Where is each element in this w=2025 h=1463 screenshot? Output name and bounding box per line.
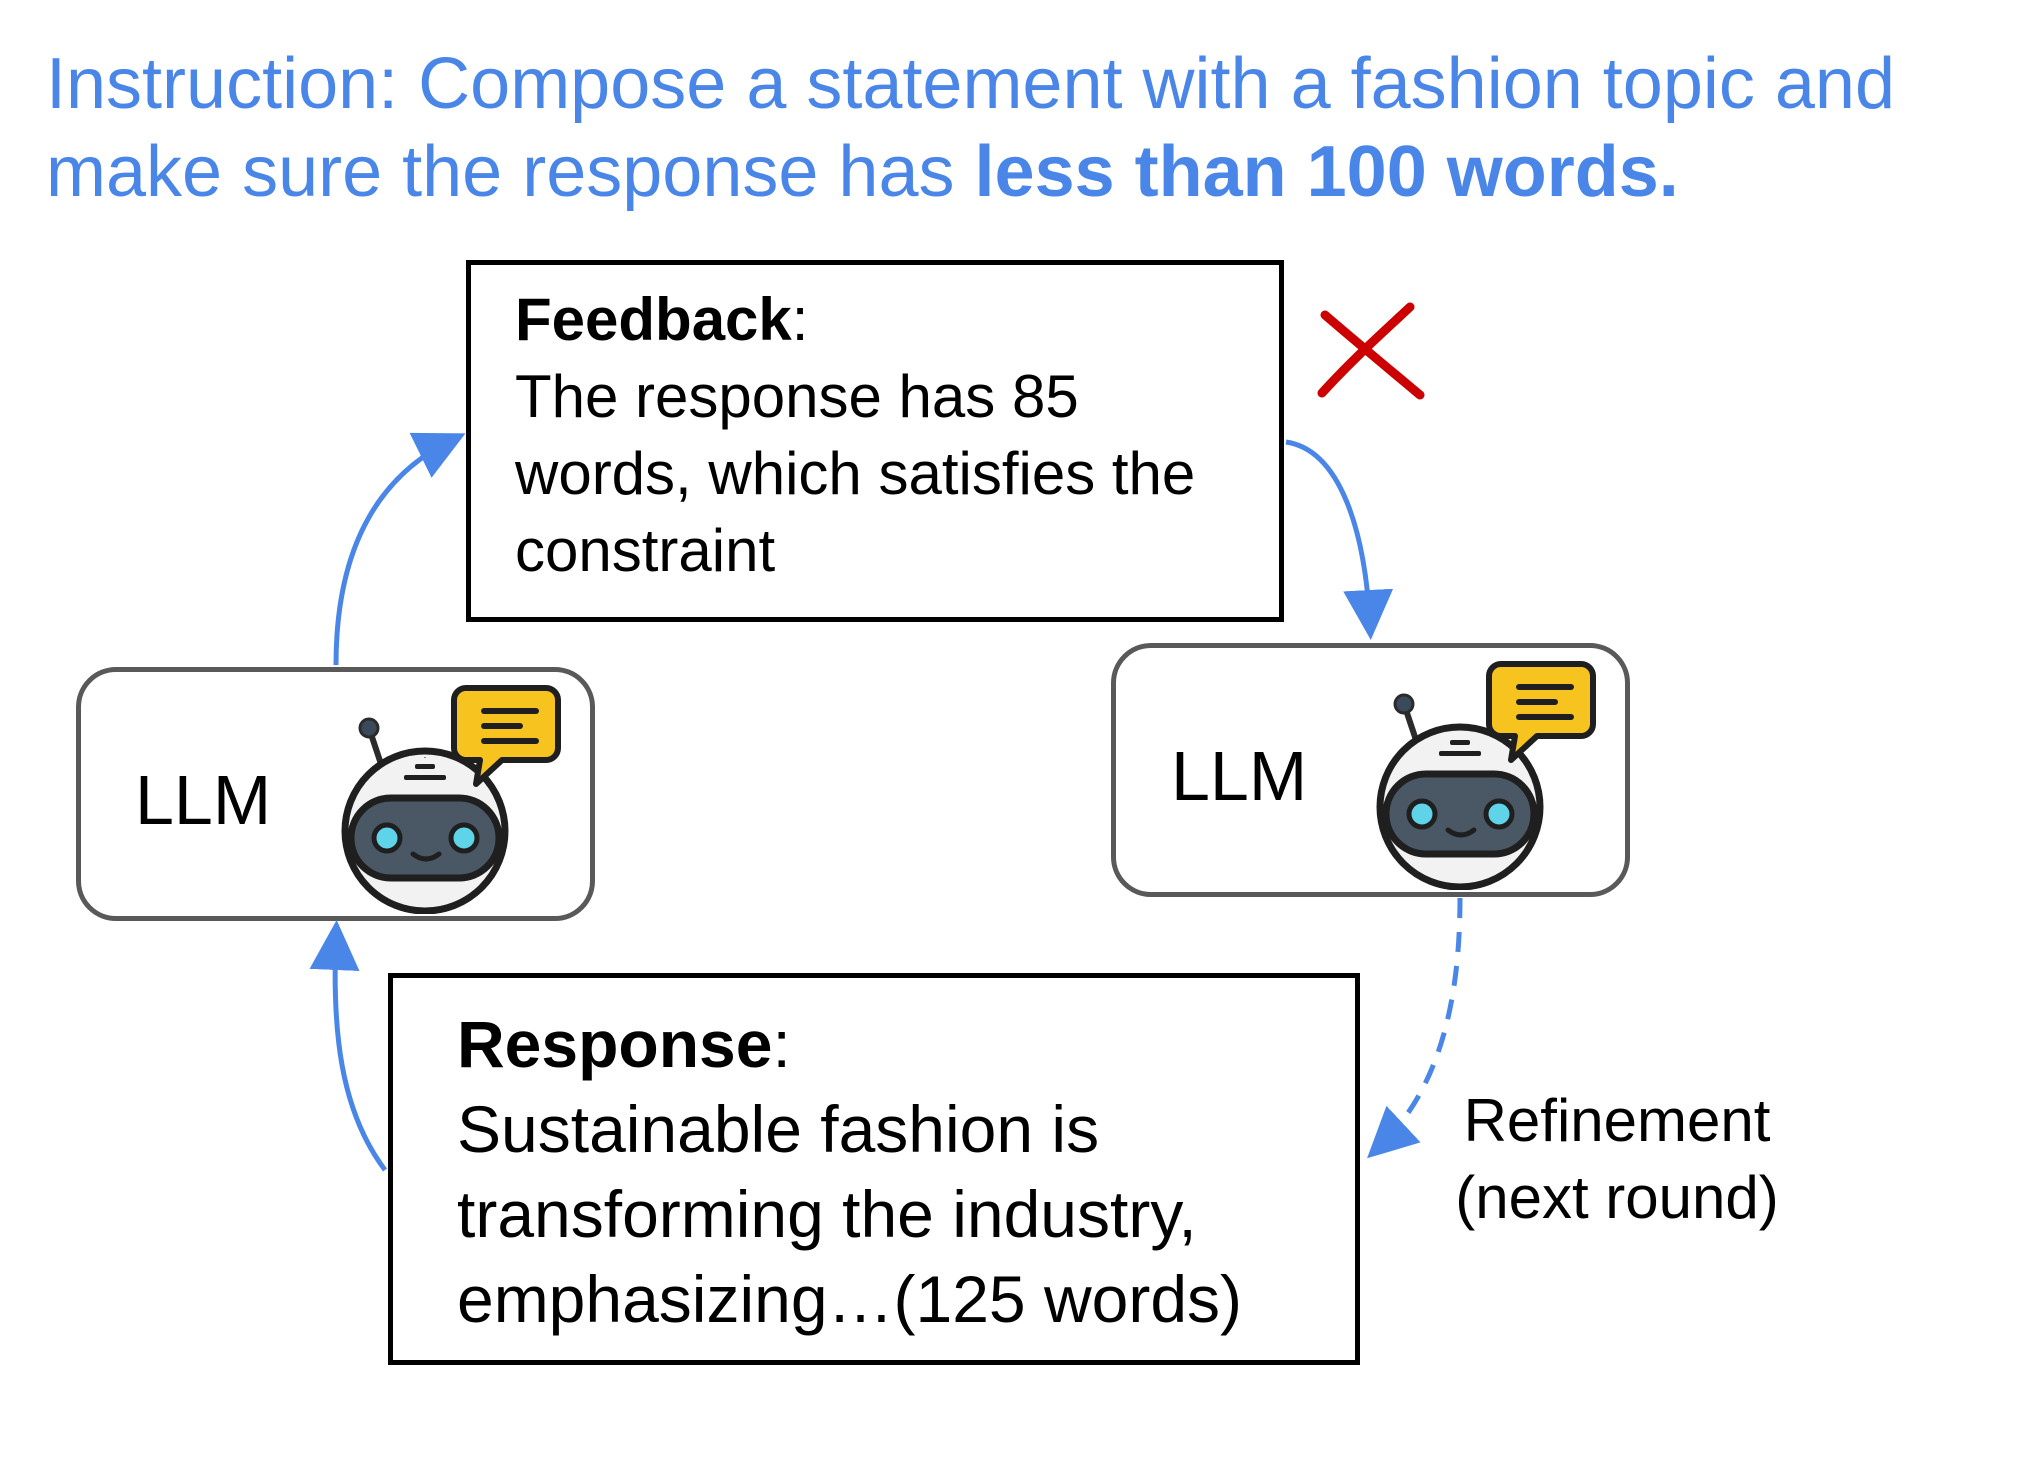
instruction-emphasis: less than 100 words. (974, 132, 1679, 212)
response-heading: Response (457, 1007, 773, 1081)
response-body: Sustainable fashion is transforming the … (457, 1092, 1243, 1336)
response-colon: : (772, 1007, 791, 1081)
arrow-response-to-llm (309, 920, 388, 1172)
feedback-text: Feedback: The response has 85 words, whi… (515, 281, 1255, 589)
instruction-prefix: Instruction: Compose a statement with a … (46, 44, 1896, 212)
llm-card-right: LLM (1111, 643, 1630, 897)
red-x-icon (1317, 302, 1425, 400)
feedback-body: The response has 85 words, which satisfi… (515, 363, 1196, 584)
feedback-heading: Feedback (515, 286, 792, 353)
llm-left-label: LLM (135, 761, 272, 839)
llm-right-label: LLM (1171, 737, 1308, 815)
feedback-box: Feedback: The response has 85 words, whi… (466, 260, 1284, 622)
chatbot-robot-icon (341, 685, 561, 914)
refinement-line2: (next round) (1455, 1164, 1779, 1231)
refinement-label: Refinement (next round) (1444, 1082, 1790, 1236)
arrow-feedback-to-llm (1285, 439, 1394, 640)
response-text: Response: Sustainable fashion is transfo… (457, 1002, 1337, 1342)
llm-card-left: LLM (76, 667, 595, 921)
response-box: Response: Sustainable fashion is transfo… (388, 973, 1360, 1365)
chatbot-robot-icon (1376, 661, 1596, 890)
arrow-refinement (1367, 897, 1463, 1159)
refinement-line1: Refinement (1463, 1087, 1771, 1154)
arrow-llm-to-feedback (333, 432, 466, 666)
instruction-text: Instruction: Compose a statement with a … (46, 40, 1946, 216)
feedback-colon: : (791, 286, 809, 353)
